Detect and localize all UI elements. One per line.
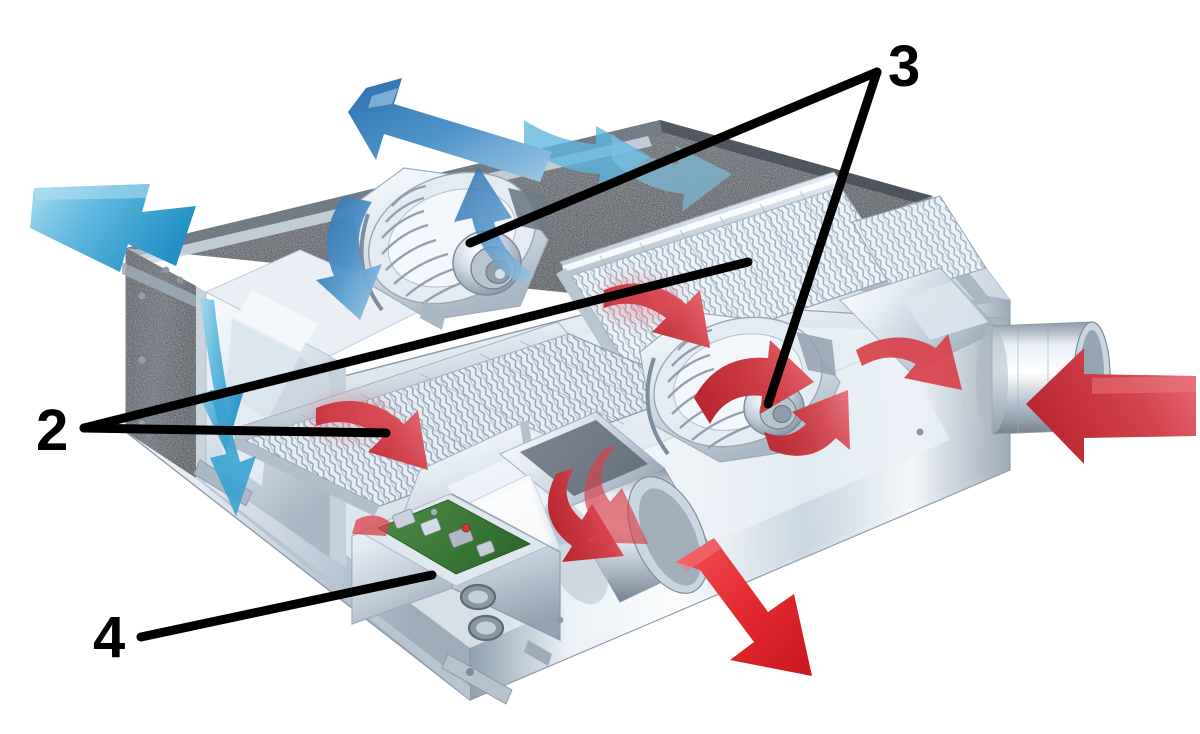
arrow-fresh-air-intake	[30, 184, 196, 272]
frame-rail-bottom-left	[196, 478, 470, 700]
arrow-stale-air-exhaust	[348, 78, 552, 182]
left-end-panel-inset	[132, 274, 189, 458]
heat-exchanger-lower-side	[230, 436, 380, 516]
interior-red-curl-transition	[856, 334, 962, 390]
left-diffuser-facet-d	[236, 290, 318, 352]
mount-screw	[466, 668, 474, 676]
blower-supply	[351, 167, 549, 330]
pcb-connector	[476, 540, 496, 558]
supply-blower-bracket	[508, 188, 548, 232]
interior-red-patch-left	[352, 515, 390, 536]
exhaust-blower-shroud	[645, 357, 670, 456]
pcb-relay-a	[392, 509, 416, 529]
exhaust-blower-bracket	[796, 332, 836, 376]
right-spigot-inner-rim	[976, 326, 1008, 434]
leader-4-control-box	[136, 570, 437, 642]
interior-red-curl-right	[764, 390, 850, 456]
arrow-supply-air-out	[676, 538, 812, 676]
interior-blue-top-right	[612, 134, 732, 212]
callout-label-4: 4	[93, 605, 126, 670]
left-panel-bracket	[122, 262, 206, 312]
callout-leader-lines	[79, 67, 882, 642]
leader-3-supply-blower	[465, 67, 882, 248]
left-end-panel-face	[126, 248, 196, 478]
panel-screw	[176, 276, 184, 284]
supply-blower-foot	[420, 300, 446, 330]
callout-label-2: 2	[36, 398, 69, 463]
top-casing-rear-edge	[660, 120, 932, 206]
interior-blue-top-center	[524, 120, 650, 192]
heat-exchanger-right-partial	[851, 195, 987, 297]
callout-label-3: 3	[888, 34, 921, 99]
leader-2-upper-core	[79, 257, 753, 433]
cabinet-left-end-panel	[122, 248, 206, 478]
arrow-return-air-intake	[1026, 348, 1196, 464]
panel-screw	[556, 616, 564, 624]
interior-blue-down-left	[198, 298, 244, 452]
supply-blower-shroud	[359, 213, 384, 312]
left-diffuser-facet-a	[226, 318, 300, 420]
mount-tab	[524, 640, 552, 666]
pcb-relay-b	[420, 517, 442, 536]
panel-screw	[916, 428, 924, 436]
cable-grommet-upper-bore	[468, 590, 488, 604]
leader-2-lower-core	[79, 423, 391, 438]
cable-grommet-lower-bore	[476, 621, 496, 635]
heat-exchanger-right-face	[851, 195, 987, 297]
frame-rail-vertical-left	[196, 286, 206, 484]
heat-exchanger-upper-rail-shine	[562, 176, 838, 272]
bottom-spigot-opening	[520, 420, 648, 496]
pcb-indicator-led	[461, 523, 471, 533]
control-box	[351, 493, 561, 642]
panel-screw	[138, 356, 146, 364]
leader-3-exhaust-blower	[763, 67, 882, 409]
right-transition-facet	[900, 282, 988, 340]
interior-blue-curl-fan	[316, 196, 382, 320]
mount-bracket-front	[441, 653, 513, 705]
panel-screw	[162, 266, 170, 274]
interior-red-duct-curl-2	[584, 446, 648, 544]
panel-screw	[138, 292, 146, 300]
pcb-capacitor	[430, 508, 438, 516]
interior-blue-up-motor	[454, 166, 534, 284]
heat-exchanger-upper-side	[556, 268, 628, 374]
interior-blue-down-left-2	[210, 390, 256, 516]
